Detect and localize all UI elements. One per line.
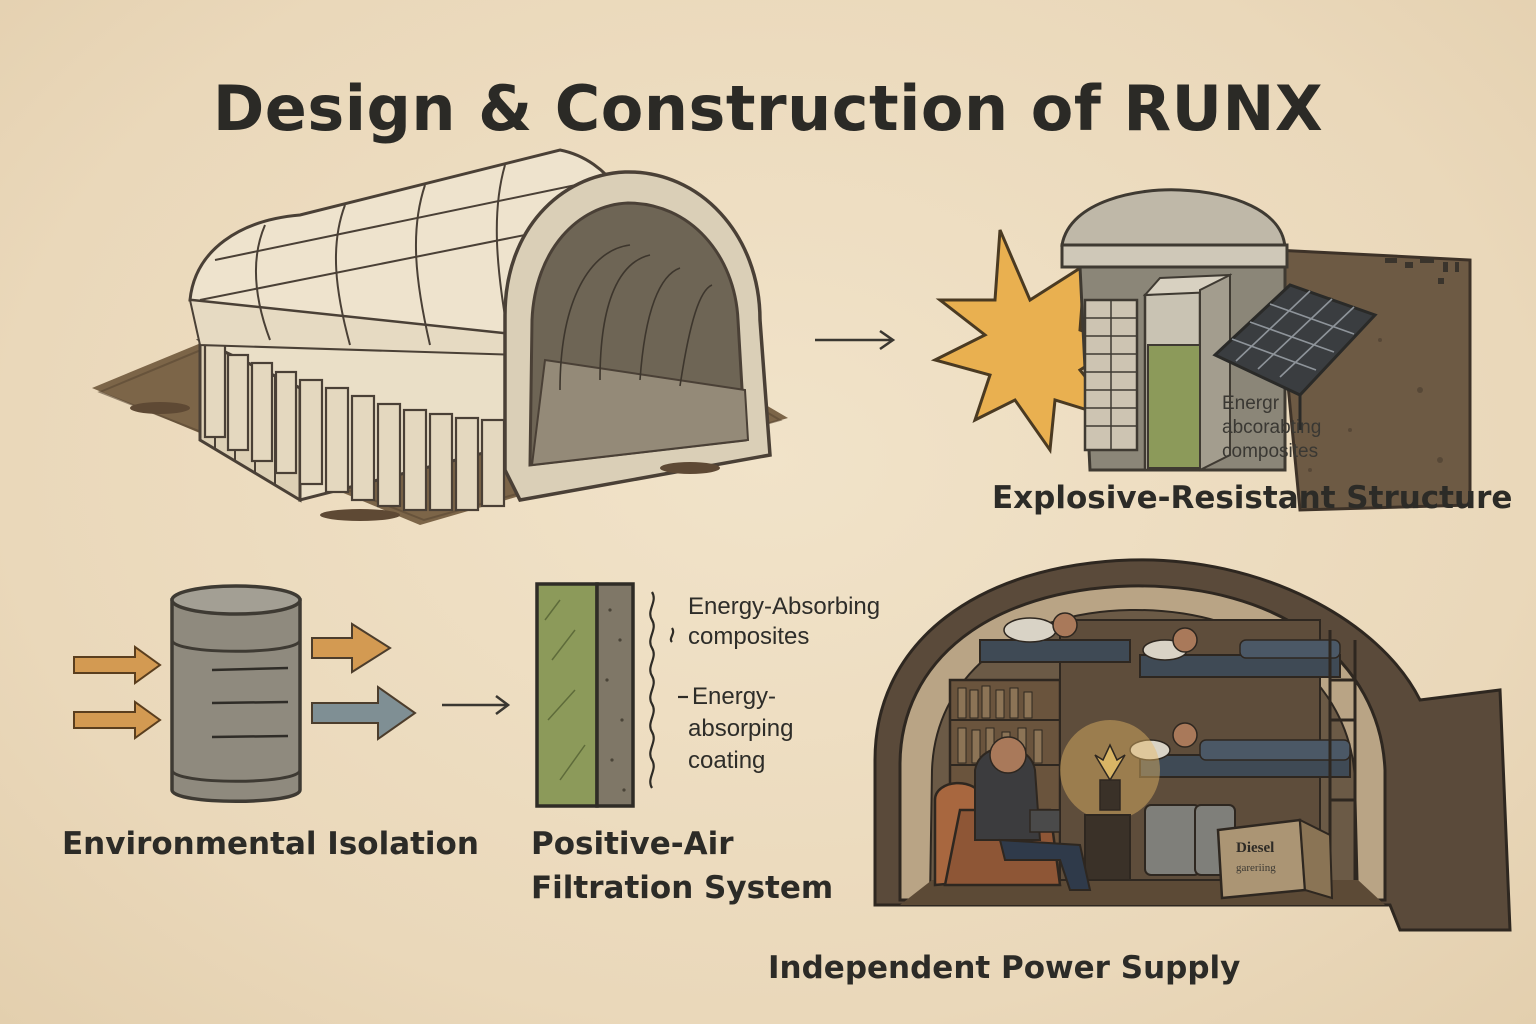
filter-label-bottom-line2: absorping xyxy=(688,715,794,742)
generator-label-line2: gareriing xyxy=(1236,862,1276,874)
structure-label-line1: Energr xyxy=(1222,393,1280,414)
arrow-to-structure xyxy=(815,329,896,351)
structure-label-line3: composites xyxy=(1222,441,1319,462)
arrow-to-filter xyxy=(442,695,511,715)
isolation-cylinder-illustration xyxy=(73,584,417,803)
solar-panel xyxy=(1212,283,1378,430)
hangar-illustration xyxy=(92,148,788,525)
caption-explosive-resistant: Explosive-Resistant Structure xyxy=(992,480,1513,516)
caption-filtration-line2: Filtration System xyxy=(531,870,834,906)
diesel-generator xyxy=(1216,818,1334,900)
bunker-interior-illustration xyxy=(873,558,1512,932)
caption-environmental-isolation: Environmental Isolation xyxy=(62,826,479,862)
explosive-structure-illustration xyxy=(930,188,1472,512)
structure-label-line2: abcorabting xyxy=(1222,417,1322,438)
filter-label-top-line1: Energy-Absorbing xyxy=(688,593,881,620)
filter-label-top-line2: composites xyxy=(688,623,810,650)
filter-panel-illustration xyxy=(535,582,688,808)
filter-label-bottom-line3: coating xyxy=(688,747,766,774)
generator-label-line1: Diesel xyxy=(1236,840,1275,856)
filter-label-bottom-line1: Energy- xyxy=(692,683,777,710)
page-title: Design & Construction of RUNX xyxy=(212,72,1324,145)
caption-power-supply: Independent Power Supply xyxy=(768,950,1241,986)
caption-filtration-line1: Positive-Air xyxy=(531,826,734,862)
